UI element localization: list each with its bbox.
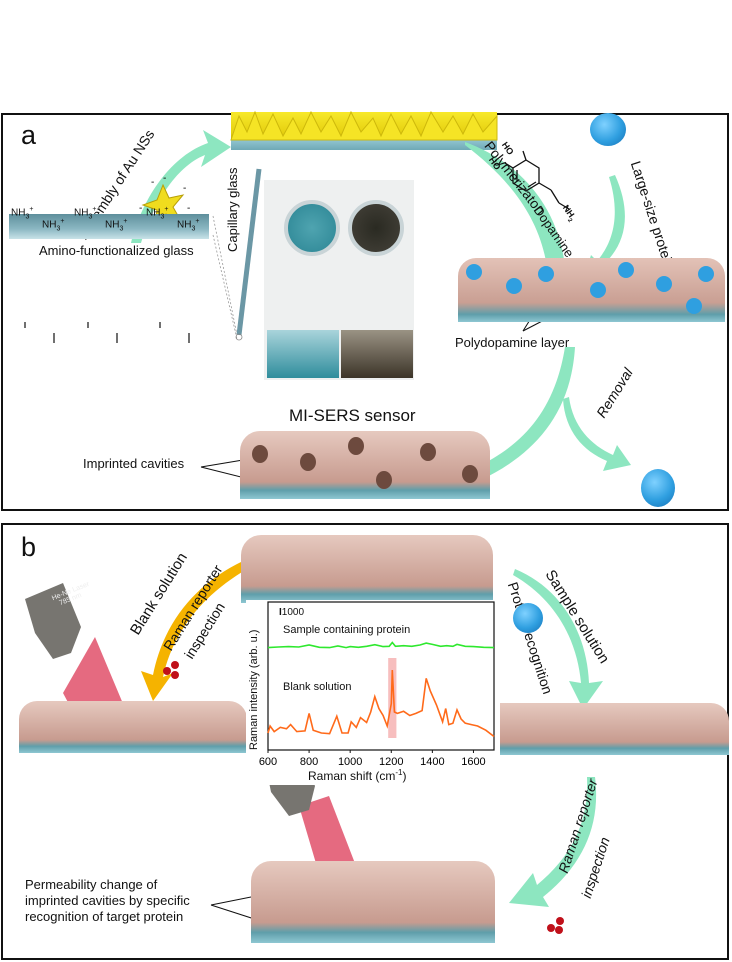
mi-sers-sensor-film — [240, 431, 490, 499]
dark-solution-top — [348, 200, 404, 256]
capillary-glass — [236, 168, 262, 336]
permeability-label-1: Permeability change of — [25, 877, 158, 892]
series-line-blank — [267, 669, 495, 738]
sensor-title: MI-SERS sensor — [289, 406, 416, 425]
permeability-label-3: recognition of target protein — [25, 909, 184, 924]
sensor-film-recognized — [251, 861, 495, 943]
dark-solution-vial — [341, 330, 413, 378]
amine-6: NH3+ — [177, 218, 200, 233]
large-protein-arrow — [583, 175, 625, 281]
raman-reporter-dots-1 — [163, 661, 179, 679]
blank-solution-arrow — [141, 561, 247, 701]
x-tick-label-1400: 1400 — [420, 756, 444, 768]
x-tick-label-1600: 1600 — [461, 756, 485, 768]
amino-functionalized-glass — [9, 214, 209, 239]
raman-chart-svg: 600 800 1000 1200 1400 1600 — [259, 601, 495, 768]
protein-icon — [590, 113, 626, 146]
panel-a-label: a — [21, 120, 37, 150]
raman-chart: 600 800 1000 1200 1400 1600 Raman shift (cm-1… — [246, 600, 500, 785]
series-line-protein — [267, 641, 495, 649]
sensor-film-top — [241, 535, 493, 603]
polymerization-arrow — [465, 142, 581, 295]
amino-glass-label: Amino-functionalized glass — [39, 243, 194, 258]
amine-ticks — [24, 322, 190, 343]
polydopamine-label: Polydopamine layer — [455, 335, 570, 350]
dopamine-structure — [504, 150, 570, 210]
nanostar-spikes — [230, 110, 498, 141]
raman-reporter-dots-2 — [547, 917, 564, 934]
highlight-band — [388, 658, 397, 738]
series-label-blank: Blank solution — [283, 681, 352, 693]
svg-text:-: - — [183, 183, 186, 194]
amine-1: NH3+ — [11, 206, 34, 221]
cavities-label: Imprinted cavities — [83, 456, 185, 471]
polydopamine-protein-film — [458, 258, 725, 322]
panel-a: a --- ---- — [1, 110, 729, 511]
x-tick-label-600: 600 — [259, 756, 277, 768]
series-label-protein: Sample containing protein — [283, 624, 411, 636]
capillary-photo — [264, 180, 414, 380]
amine-4: NH3+ — [42, 218, 65, 233]
amine-5: NH3+ — [105, 218, 128, 233]
sensor-film-blank — [19, 701, 247, 753]
svg-text:-: - — [151, 177, 154, 188]
removal-branch-arrow — [563, 397, 631, 471]
x-tick-label-1200: 1200 — [379, 756, 403, 768]
sample-solution-arrow — [513, 569, 603, 709]
sensor-film-protein — [477, 703, 729, 755]
amine-3: NH3+ — [146, 206, 169, 221]
blue-solution-top — [284, 200, 340, 256]
permeability-label-2: imprinted cavities by specific — [25, 893, 190, 908]
removed-protein-icon — [641, 469, 675, 507]
capillary-glass-label: Capillary glass — [225, 167, 240, 252]
plot-frame — [267, 601, 495, 751]
x-tick-label-800: 800 — [300, 756, 318, 768]
inspection-arrow — [509, 777, 597, 907]
amine-2: NH3+ — [74, 206, 97, 221]
x-tick-label-1000: 1000 — [338, 756, 362, 768]
blue-solution-vial — [267, 330, 339, 378]
y-axis-label: Raman intensity (arb. u.) — [248, 629, 260, 750]
assembly-arrow — [131, 130, 231, 243]
svg-text:-: - — [163, 173, 166, 184]
x-axis-label: Raman shift (cm-1) — [308, 768, 407, 783]
panel-b-label: b — [21, 532, 37, 562]
sample-protein-icon — [513, 603, 543, 633]
scale-bar-label: I1000 — [279, 607, 305, 618]
svg-text:-: - — [187, 203, 190, 214]
panel-b: b He-Ne Laser 785 nm He-Ne Laser 78 — [1, 523, 729, 960]
gold-nanostar-film — [230, 110, 498, 150]
svg-text:-: - — [139, 203, 142, 214]
capillary-tip — [235, 333, 243, 341]
